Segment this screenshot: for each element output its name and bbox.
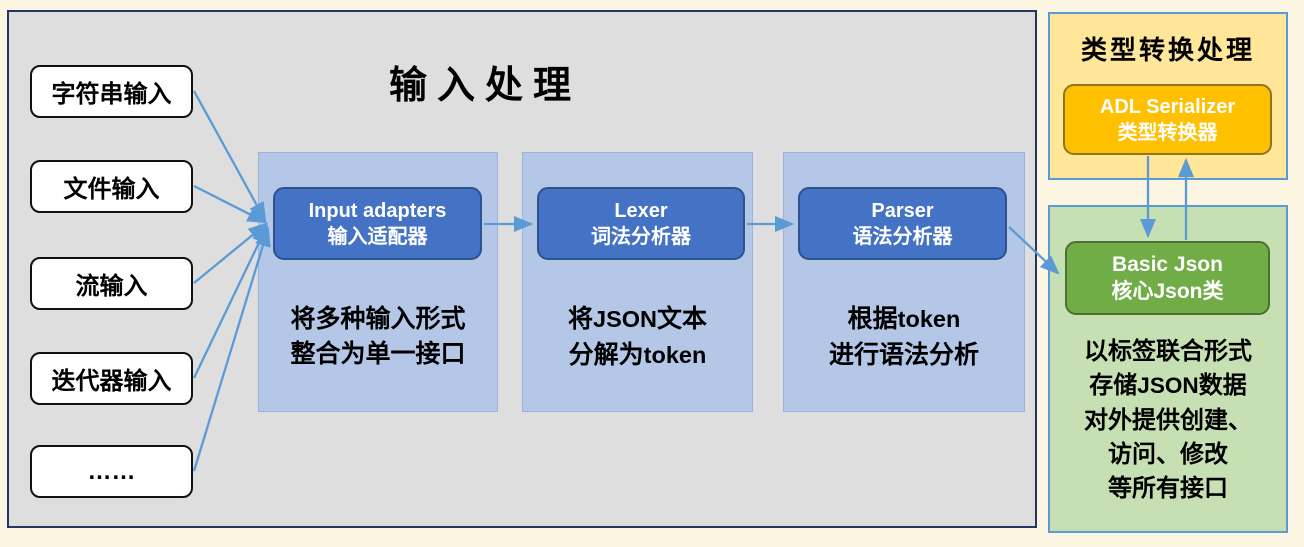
basic-json-box: Basic Json 核心Json类: [1065, 241, 1270, 315]
input-source-iterator: 迭代器输入: [30, 352, 193, 405]
core-json-description: 以标签联合形式 存储JSON数据 对外提供创建、 访问、修改 等所有接口: [1084, 336, 1252, 502]
lexer-box: Lexer 词法分析器: [537, 187, 745, 260]
input-source-more: ……: [30, 445, 193, 498]
input-source-stream: 流输入: [30, 257, 193, 310]
input-adapters-description: 将多种输入形式 整合为单一接口: [290, 304, 466, 368]
parser-box: Parser 语法分析器: [798, 187, 1007, 260]
input-adapters-box: Input adapters 输入适配器: [273, 187, 482, 260]
input-source-string: 字符串输入: [30, 65, 193, 118]
input-source-more-label: ……: [87, 457, 136, 485]
parser-description: 根据token 进行语法分析: [828, 304, 979, 369]
lexer-description: 将JSON文本 分解为token: [567, 304, 708, 369]
input-source-file-label: 文件输入: [63, 176, 160, 203]
type-conversion-title: 类型转换处理: [1080, 36, 1255, 66]
adl-serializer-box: ADL Serializer 类型转换器: [1063, 84, 1272, 155]
input-source-iterator-label: 迭代器输入: [51, 368, 172, 395]
input-processing-title: 输入处理: [388, 62, 581, 107]
input-source-string-label: 字符串输入: [51, 81, 172, 108]
input-source-stream-label: 流输入: [75, 273, 148, 300]
input-source-file: 文件输入: [30, 160, 193, 213]
